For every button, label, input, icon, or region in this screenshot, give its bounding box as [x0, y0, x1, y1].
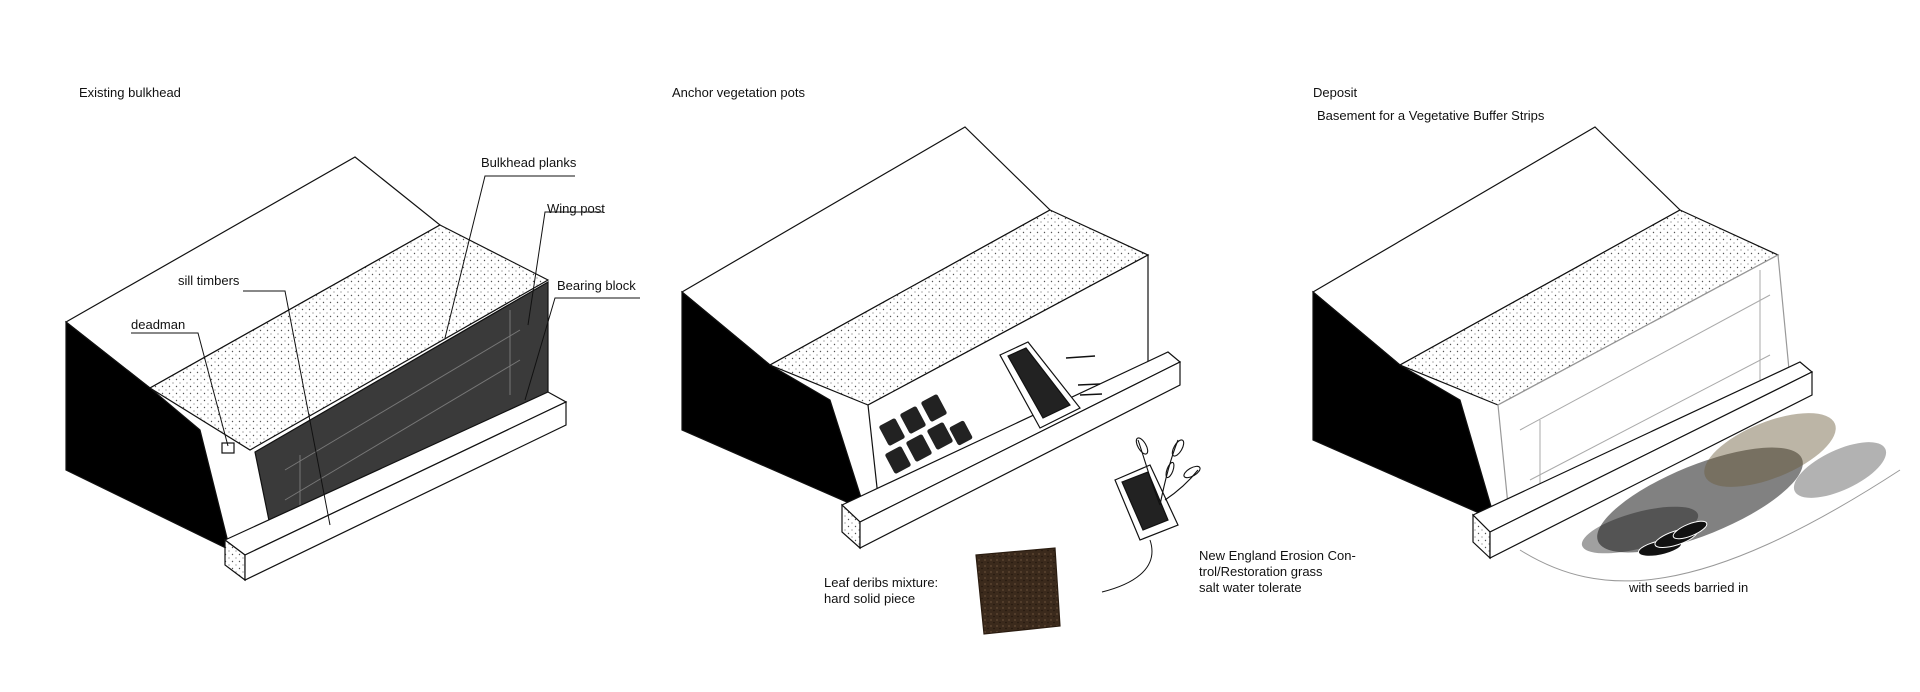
embankment-cut [65, 320, 231, 552]
seeds-icon [1637, 520, 1708, 557]
deposit-slope [1519, 469, 1901, 582]
leader-grass [1101, 539, 1153, 593]
embankment-cut [681, 290, 866, 512]
embankment-cut [1312, 290, 1496, 522]
leaf-debris-block [975, 547, 1061, 635]
panel3-subtitle: Basement for a Vegetative Buffer Strips [1317, 108, 1545, 123]
label-grass: New England Erosion Con- trol/Restoratio… [1199, 548, 1356, 595]
leader-bearing-block [524, 297, 640, 401]
grass-plant [1135, 437, 1201, 506]
label-deadman: deadman [131, 317, 186, 332]
deadman-block [221, 442, 235, 454]
leader-deadman [131, 332, 229, 447]
label-leaf-debris: Leaf deribs mixture: hard solid piece [824, 575, 939, 606]
panel3-title: Deposit [1313, 85, 1358, 100]
label-wing-post: Wing post [547, 201, 605, 216]
label-bearing-block: Bearing block [557, 278, 636, 293]
leader-sill-timbers [243, 290, 331, 526]
panel-existing-bulkhead [64, 156, 640, 582]
label-sill-timbers: sill timbers [178, 273, 240, 288]
label-bulkhead-planks: Bulkhead planks [481, 155, 577, 170]
panel-deposit [1311, 126, 1901, 582]
panel1-title: Existing bulkhead [79, 85, 181, 100]
label-seeds: with seeds barried in [1629, 580, 1749, 595]
panel-anchor-vegetation-pots [680, 126, 1201, 635]
panel2-title: Anchor vegetation pots [672, 85, 805, 100]
leader-wing-post [527, 211, 603, 326]
sand-strip [148, 224, 550, 451]
vegetation-pots-grid [877, 393, 974, 475]
leader-bulkhead-planks [444, 175, 575, 339]
deposit-scatter [1581, 413, 1887, 554]
